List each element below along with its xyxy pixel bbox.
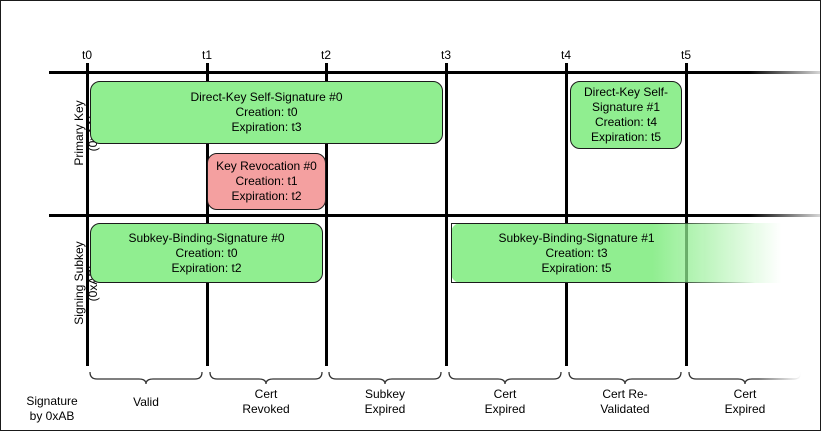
box-expiration: Expiration: t2 [231, 189, 302, 203]
legend-title: Signature by 0xAB [13, 394, 91, 424]
box-subkey-binding-signature-0[interactable]: Subkey-Binding-Signature #0 Creation: t0… [90, 223, 323, 283]
legend-label-line1: Valid [133, 395, 159, 409]
tick-label-t2: t2 [320, 48, 331, 62]
legend-title-line2: by 0xAB [29, 409, 75, 423]
box-title-line1: Direct-Key Self- [583, 85, 669, 99]
timeline-axis-primary-key [49, 71, 820, 74]
box-direct-key-self-signature-0[interactable]: Direct-Key Self-Signature #0 Creation: t… [90, 81, 443, 144]
tick-label-t1: t1 [201, 48, 212, 62]
box-title: Direct-Key Self-Signature #0 [190, 90, 343, 104]
legend-title-line1: Signature [26, 394, 78, 408]
tick-label-t0: t0 [81, 48, 92, 62]
box-key-revocation-0[interactable]: Key Revocation #0 Creation: t1 Expiratio… [207, 153, 326, 210]
tick-label-t5: t5 [680, 48, 691, 62]
box-title: Key Revocation #0 [216, 159, 317, 173]
box-title-line2: Signature #1 [591, 100, 661, 114]
legend-label-line2: Revoked [242, 402, 290, 416]
box-creation: Creation: t0 [235, 105, 298, 119]
legend-label-line2: Expired [364, 402, 406, 416]
box-creation: Creation: t3 [545, 245, 608, 260]
legend-label-line1: Cert [254, 387, 278, 401]
brace-seg-cert-expired-2 [688, 371, 802, 385]
box-creation: Creation: t0 [175, 245, 238, 260]
box-expiration: Expiration: t5 [590, 130, 662, 144]
tick-label-t3: t3 [440, 48, 451, 62]
legend-label-line1: Cert Re- [602, 387, 648, 401]
legend-label-seg-subkey-expired: Subkey Expired [328, 387, 442, 417]
legend-label-seg-valid: Valid [89, 395, 203, 410]
legend-label-seg-cert-expired-1: Cert Expired [448, 387, 562, 417]
legend-label-seg-cert-revoked: Cert Revoked [209, 387, 323, 417]
box-expiration: Expiration: t5 [541, 260, 612, 275]
timeline-axis-signing-subkey [49, 214, 820, 217]
legend-label-line1: Subkey [364, 387, 406, 401]
row-label-primary-key-line1: Primary Key [72, 100, 86, 166]
brace-seg-valid [89, 371, 203, 385]
box-creation: Creation: t4 [594, 115, 658, 129]
box-title: Subkey-Binding-Signature #1 [498, 230, 655, 245]
row-label-signing-subkey-line1: Signing Subkey [72, 241, 86, 325]
box-title: Subkey-Binding-Signature #0 [128, 230, 285, 245]
brace-seg-cert-revoked [209, 371, 323, 385]
box-expiration: Expiration: t3 [231, 120, 302, 134]
brace-seg-subkey-expired [328, 371, 442, 385]
legend-label-seg-cert-revalid: Cert Re- Validated [568, 387, 682, 417]
legend-label-line2: Validated [600, 402, 650, 416]
brace-seg-cert-revalid [568, 371, 682, 385]
box-subkey-binding-signature-1[interactable]: Subkey-Binding-Signature #1 Creation: t3… [451, 223, 781, 283]
box-creation: Creation: t1 [235, 174, 298, 188]
legend-label-line2: Expired [484, 402, 526, 416]
legend-label-line2: Expired [724, 402, 766, 416]
box-direct-key-self-signature-1[interactable]: Direct-Key Self- Signature #1 Creation: … [570, 81, 682, 149]
box-expiration: Expiration: t2 [171, 260, 242, 275]
brace-seg-cert-expired-1 [448, 371, 562, 385]
legend-label-line1: Cert [493, 387, 517, 401]
tick-label-t4: t4 [560, 48, 571, 62]
legend-label-line1: Cert [733, 387, 757, 401]
legend-label-seg-cert-expired-2: Cert Expired [688, 387, 802, 417]
